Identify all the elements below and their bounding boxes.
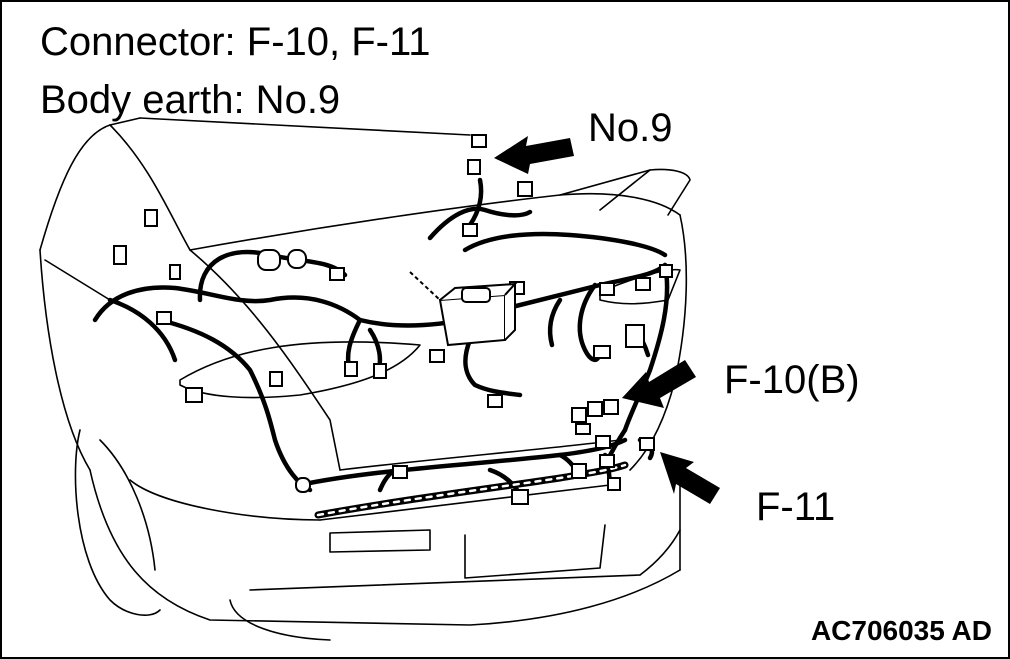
- connector: [269, 371, 283, 387]
- connector: [571, 463, 587, 479]
- connector: [587, 401, 603, 417]
- connector: [571, 407, 587, 423]
- wiring-harness: [92, 177, 670, 498]
- connector-title: Connector: F-10, F-11: [40, 20, 431, 64]
- connector: [392, 465, 408, 479]
- connector: [639, 437, 655, 451]
- connector: [599, 282, 615, 296]
- connector: [113, 245, 127, 265]
- connector: [487, 394, 503, 408]
- connector: [593, 345, 611, 359]
- leader-arrows: [494, 136, 720, 504]
- connector: [471, 134, 487, 148]
- connector: [329, 267, 345, 281]
- connector: [144, 209, 158, 227]
- connector: [517, 181, 533, 197]
- callout-no9-label: No.9: [588, 106, 673, 150]
- connector: [185, 387, 203, 403]
- arrow-f11: [660, 452, 720, 504]
- connector: [169, 264, 181, 280]
- connector: [625, 324, 645, 348]
- connector: [373, 363, 387, 379]
- connector: [659, 264, 673, 278]
- connector: [607, 477, 621, 491]
- connector: [462, 223, 478, 237]
- arrow-no9: [494, 136, 574, 174]
- connector: [295, 477, 311, 493]
- connector: [599, 454, 615, 468]
- connector: [575, 423, 591, 435]
- connector: [603, 399, 619, 415]
- connector: [156, 311, 172, 325]
- connectors: [113, 134, 673, 505]
- connector: [511, 489, 529, 505]
- car-body-outline: [39, 117, 691, 641]
- arrow-f10: [622, 360, 696, 408]
- connector: [257, 249, 281, 271]
- connector: [595, 435, 611, 449]
- callout-f11-label: F-11: [756, 485, 836, 529]
- battery-box: [409, 271, 518, 347]
- connector: [287, 249, 307, 269]
- body-earth-title: Body earth: No.9: [40, 78, 341, 122]
- connector: [635, 277, 651, 291]
- figure-code: AC706035 AD: [810, 615, 992, 646]
- connector: [467, 159, 481, 175]
- callout-f10-label: F-10(B): [724, 358, 860, 402]
- connector: [344, 361, 358, 377]
- connector: [429, 349, 445, 363]
